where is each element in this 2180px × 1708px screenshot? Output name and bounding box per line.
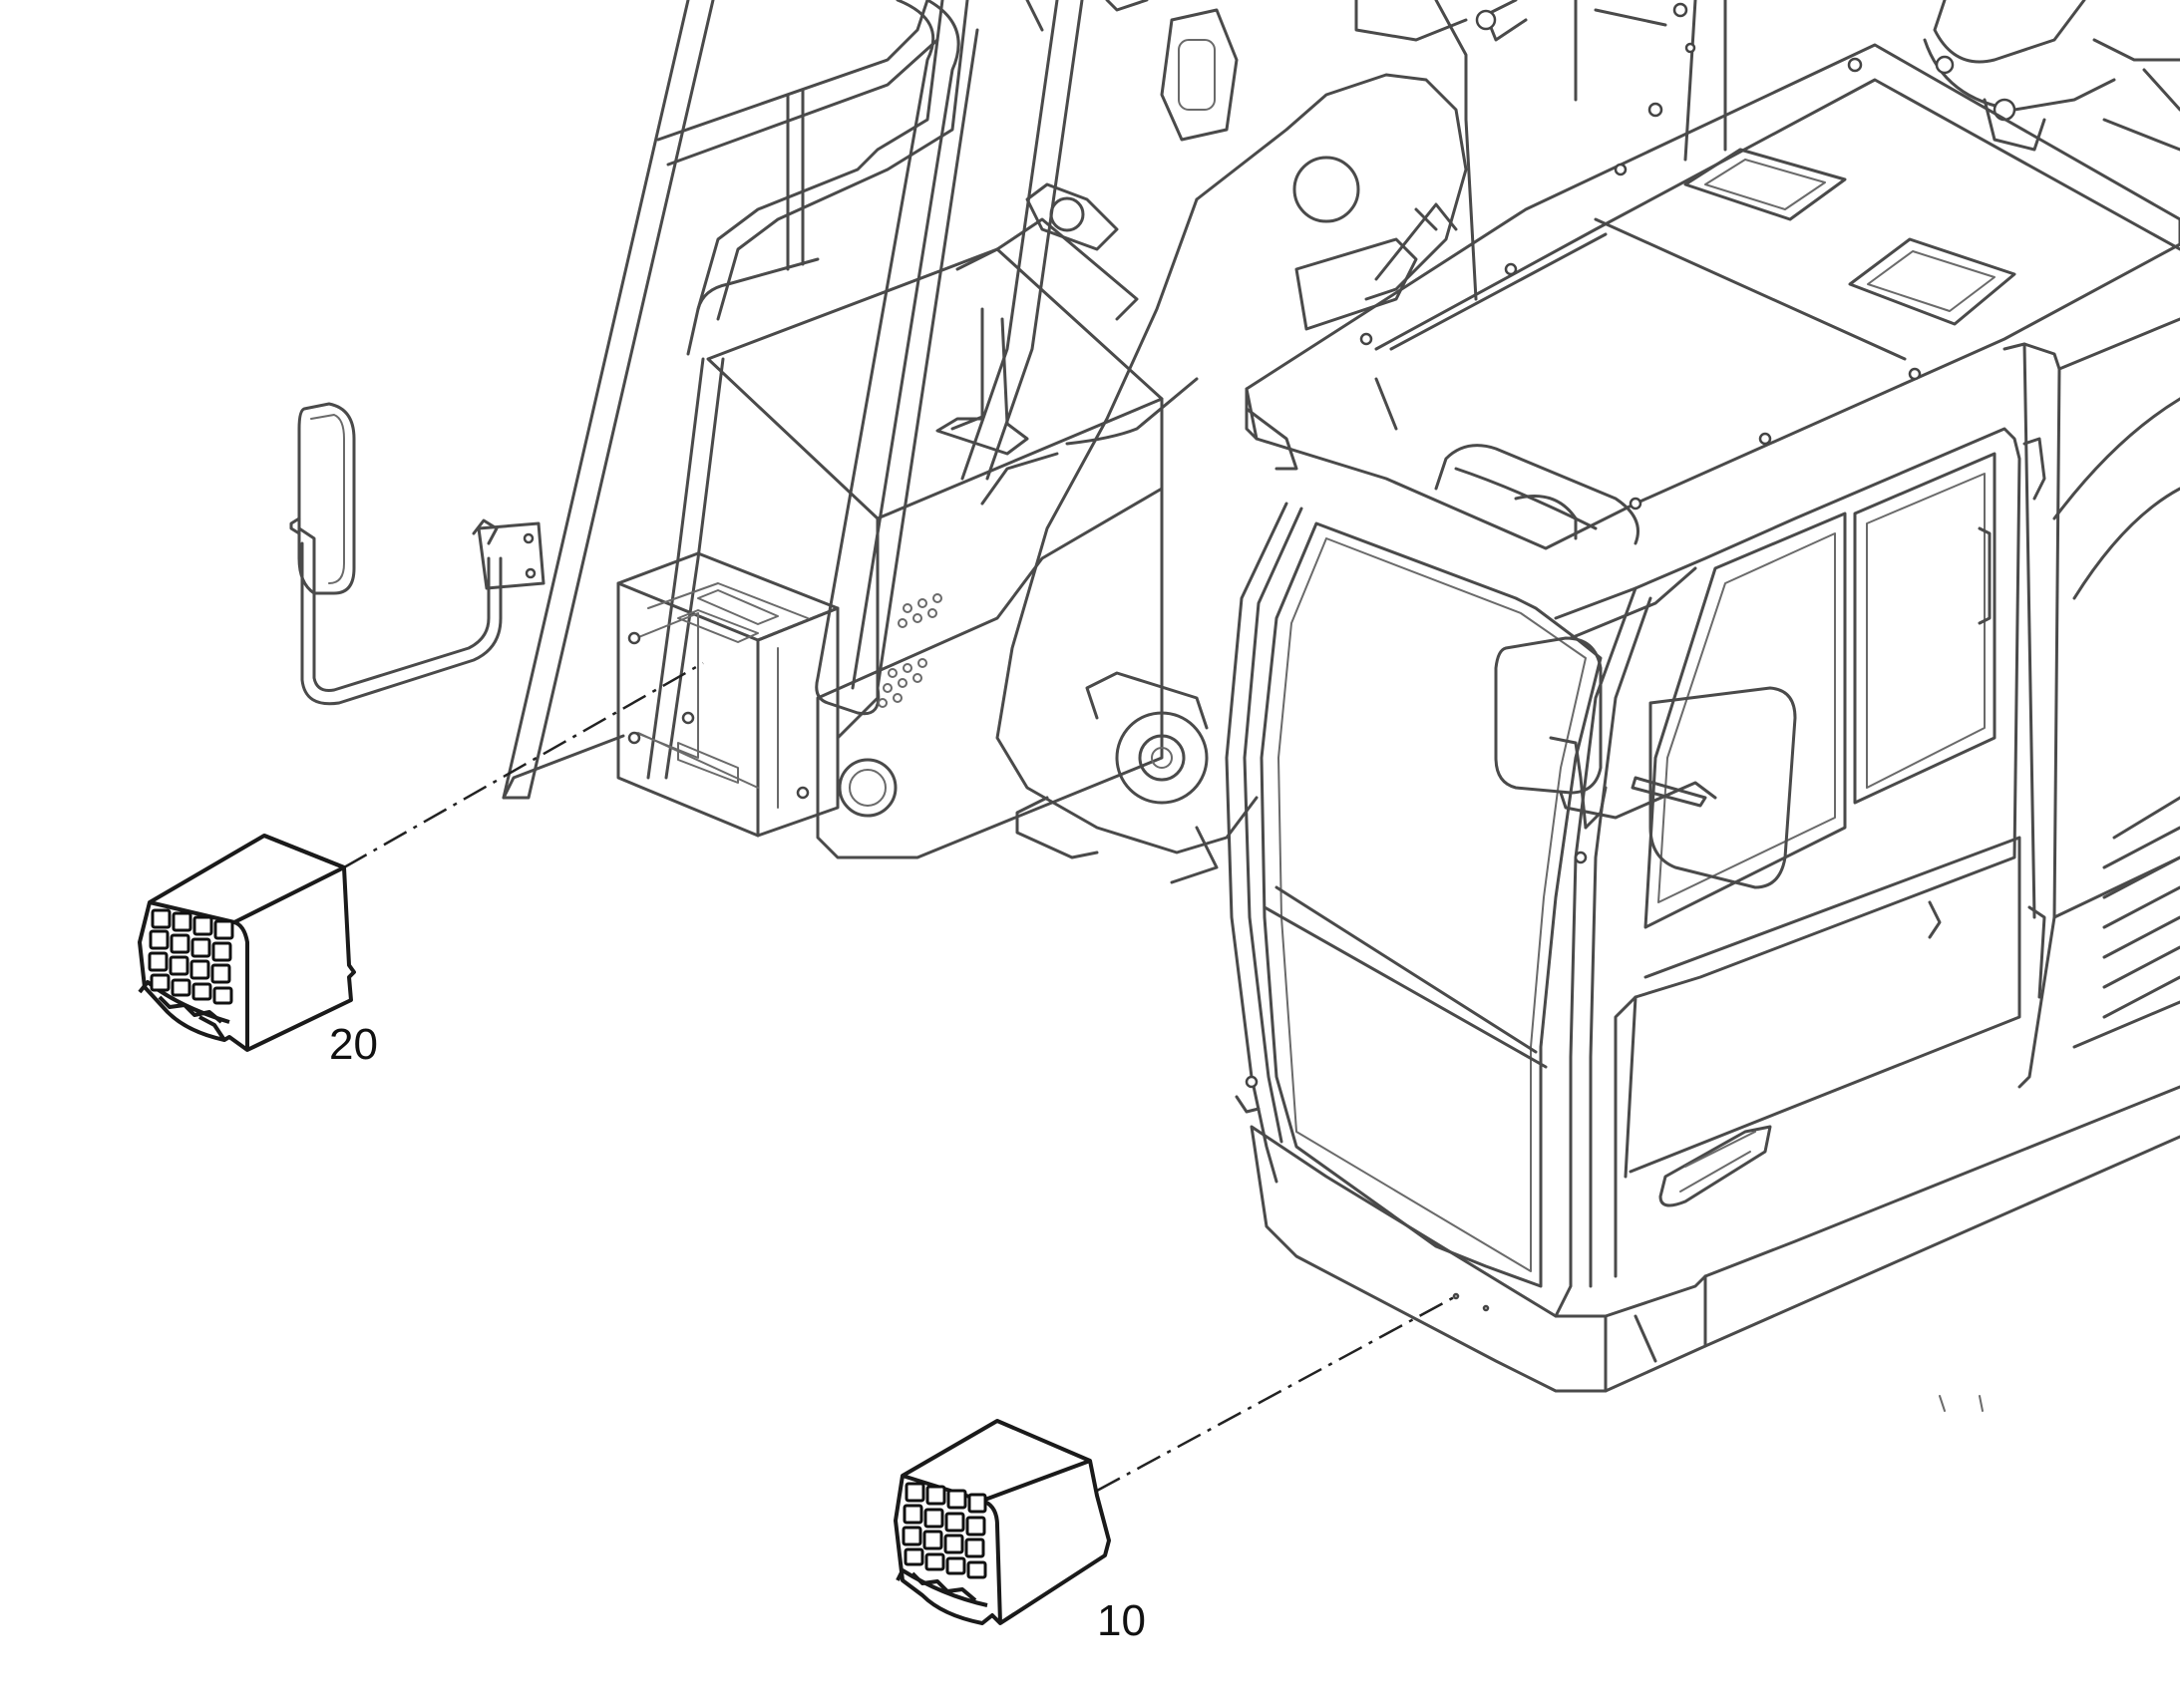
cab-roof: [1245, 43, 2180, 550]
leader-line-part-20: [343, 661, 704, 869]
handrail-frame: [502, 0, 1084, 800]
callout-label-part-10: 10: [1097, 1596, 1146, 1645]
part-20-grille: [148, 908, 234, 1005]
callout-label-part-20: 20: [329, 1020, 378, 1069]
tank: [706, 182, 1199, 740]
panel-hole-pattern: [878, 593, 942, 708]
part-10-cover: [894, 1419, 1111, 1625]
boom-pivot: [995, 73, 1468, 884]
upper-machinery: [1105, 0, 2180, 301]
left-mirror: [289, 402, 545, 706]
leader-line-part-10: [1096, 1294, 1457, 1493]
part-10-grille: [902, 1482, 987, 1579]
step-box: [616, 551, 840, 838]
right-mirror: [1494, 636, 1797, 889]
side-panel: [816, 452, 1164, 859]
part-20-cover: [138, 834, 356, 1052]
cab-body: [1225, 317, 2180, 1412]
